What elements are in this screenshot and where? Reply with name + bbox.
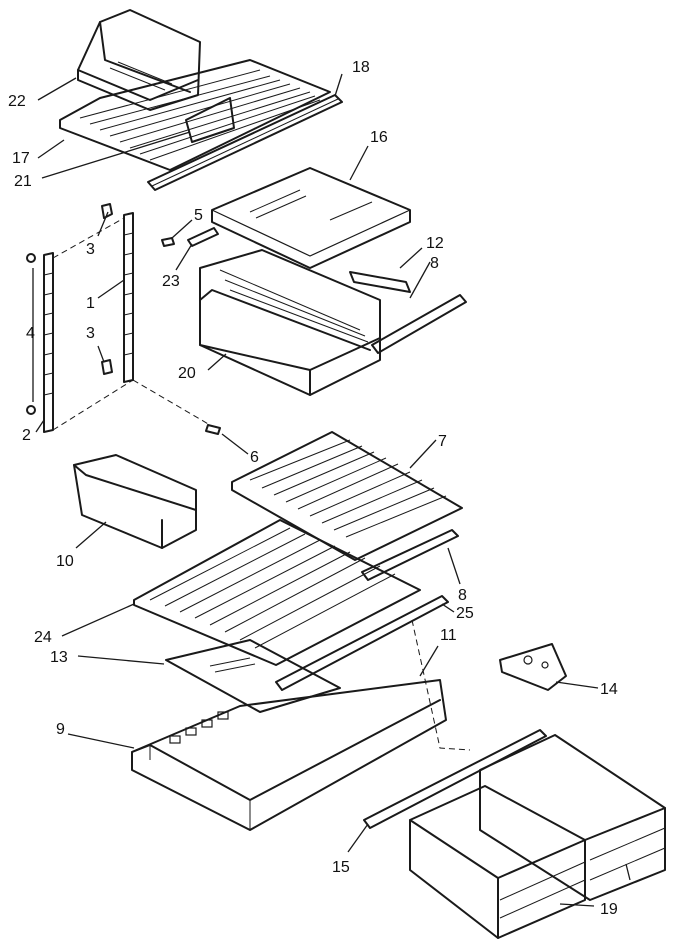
callout-13: 13 <box>50 649 68 666</box>
part-7-shelf <box>231 431 463 561</box>
callout-1: 1 <box>86 295 95 312</box>
callout-23: 23 <box>162 273 180 290</box>
part-8-lower-bar <box>361 529 459 581</box>
part-15-rod <box>363 729 547 829</box>
part-4-clips <box>26 253 36 415</box>
callout-25: 25 <box>456 605 474 622</box>
callout-5: 5 <box>194 207 203 224</box>
part-9-crisper-frame <box>131 679 447 831</box>
callout-10: 10 <box>56 553 74 570</box>
part-23-rod <box>187 227 219 247</box>
callout-21: 21 <box>14 173 32 190</box>
callout-12: 12 <box>426 235 444 252</box>
callout-3-top: 3 <box>86 241 95 258</box>
callout-2: 2 <box>22 427 31 444</box>
part-24-shelf <box>133 519 421 666</box>
part-19-crisper-drawers <box>409 734 666 939</box>
part-16-glass-panel <box>211 167 411 269</box>
callouts: 22 18 17 21 16 5 3 12 8 23 4 1 3 20 2 6 … <box>8 59 618 918</box>
callout-9: 9 <box>56 721 65 738</box>
part-5-screw <box>161 237 175 247</box>
leader-lines <box>32 73 631 907</box>
callout-18: 18 <box>352 59 370 76</box>
callout-19: 19 <box>600 901 618 918</box>
part-2-rail <box>43 252 54 433</box>
part-3-bracket-top <box>101 203 113 219</box>
callout-3-bottom: 3 <box>86 325 95 342</box>
callout-17: 17 <box>12 150 30 167</box>
part-10-small-bin <box>73 454 197 549</box>
part-18-rail <box>147 94 343 191</box>
callout-6: 6 <box>250 449 259 466</box>
callout-11: 11 <box>440 627 457 644</box>
part-22-upper-bin <box>77 9 201 111</box>
callout-16: 16 <box>370 129 388 146</box>
part-6-screw <box>205 424 221 435</box>
callout-20: 20 <box>178 365 196 382</box>
part-21-divider <box>185 97 235 143</box>
callout-8-upper: 8 <box>430 255 439 272</box>
callout-24: 24 <box>34 629 52 646</box>
part-17-upper-shelf <box>59 59 331 171</box>
part-1-rail <box>123 212 134 383</box>
part-3-bracket-bottom <box>101 359 113 375</box>
callout-4: 4 <box>26 325 35 342</box>
part-8-upper-bar <box>371 294 467 354</box>
callout-15: 15 <box>332 859 350 876</box>
callout-22: 22 <box>8 93 26 110</box>
callout-7: 7 <box>438 433 447 450</box>
part-13-glass <box>165 639 341 713</box>
part-20-drawer <box>199 249 381 396</box>
part-25-bar <box>275 595 449 691</box>
callout-14: 14 <box>600 681 618 698</box>
part-12-rail <box>349 271 411 293</box>
callout-8-lower: 8 <box>458 587 467 604</box>
part-14-fitting <box>499 643 567 691</box>
